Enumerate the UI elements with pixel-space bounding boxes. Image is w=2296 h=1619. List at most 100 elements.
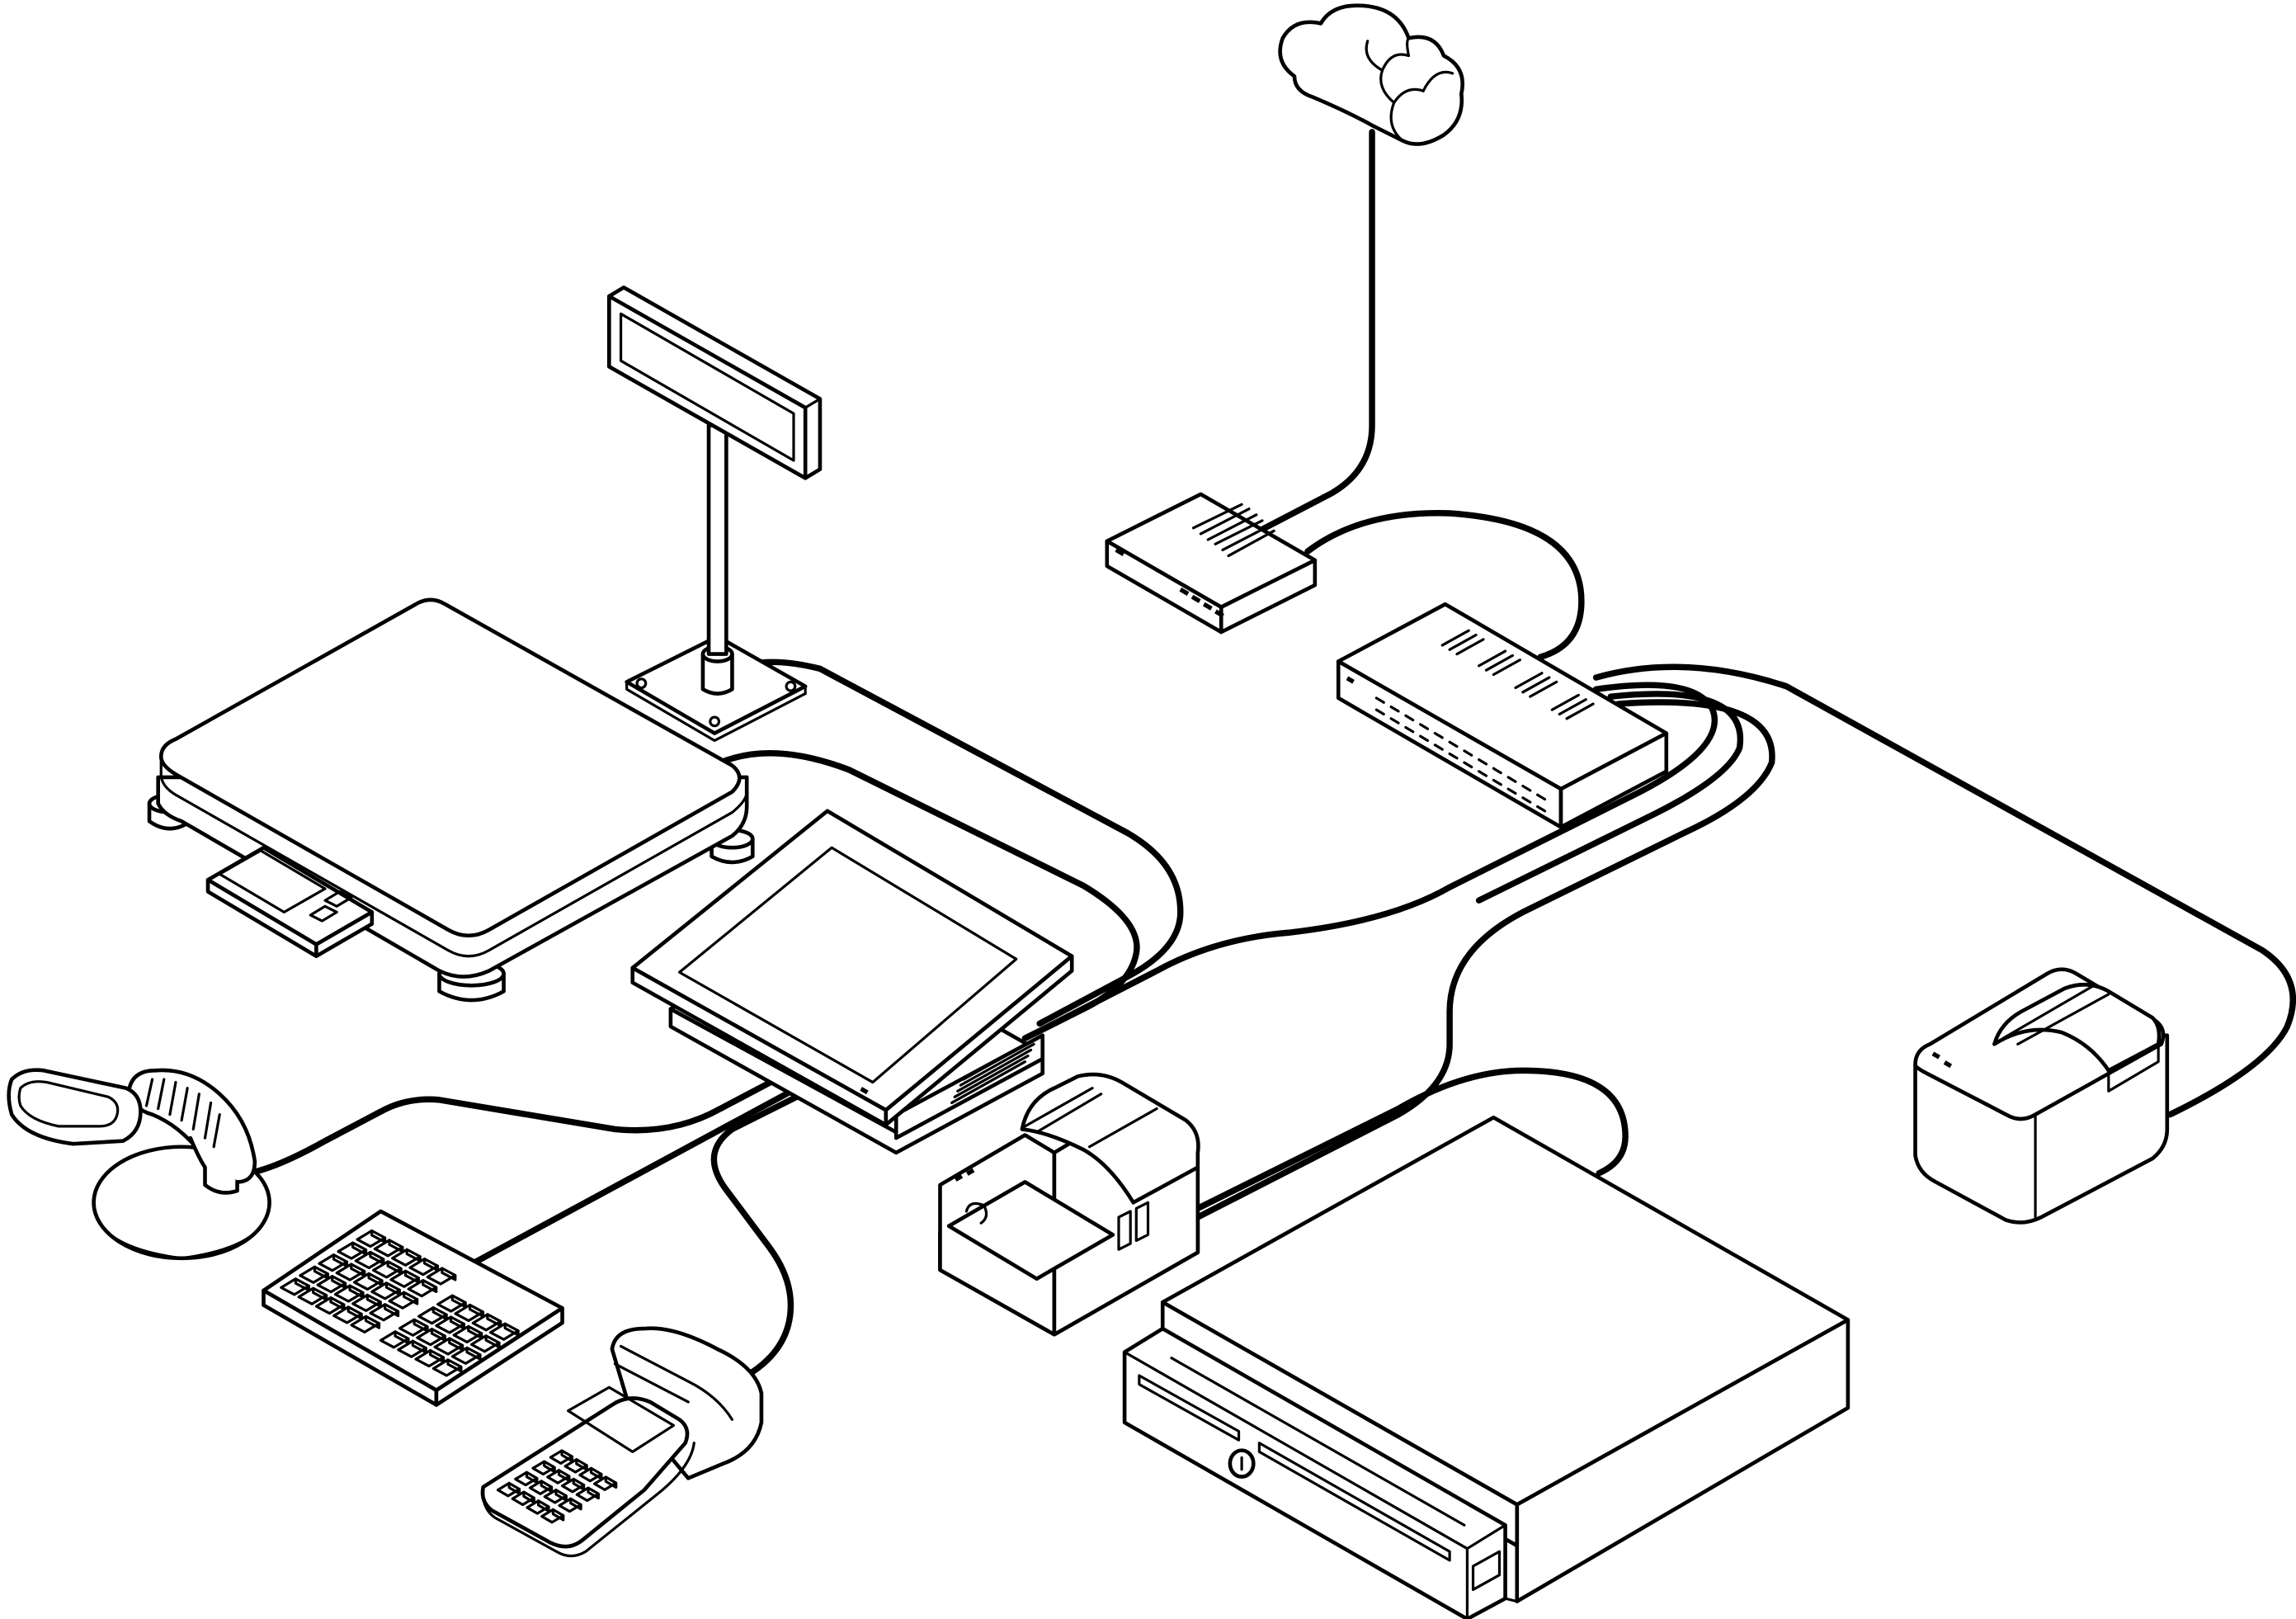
- cloud-icon: [1278, 3, 1464, 146]
- key: [436, 1294, 467, 1313]
- cable-front-printer-cash-drawer: [1195, 1067, 1629, 1212]
- modem-router-icon: [1105, 492, 1318, 635]
- key: [435, 1315, 466, 1334]
- scanner-window: [17, 1080, 120, 1128]
- switch-port-row-1: [1374, 696, 1547, 801]
- key: [433, 1337, 464, 1356]
- key: [373, 1239, 404, 1258]
- cash-drawer-icon: [1122, 1115, 1850, 1619]
- cable-scanner-terminal: [246, 1076, 780, 1177]
- key: [379, 1330, 410, 1349]
- key: [560, 1477, 586, 1494]
- key: [471, 1313, 502, 1332]
- key: [558, 1497, 582, 1513]
- key: [426, 1267, 457, 1286]
- key: [416, 1327, 446, 1347]
- key: [514, 1470, 539, 1487]
- cable-cloud-modem: [1256, 129, 1375, 535]
- cable-scale-terminal: [717, 750, 1140, 1041]
- modem-status-leds: [1115, 548, 1224, 618]
- scale-platform: [158, 597, 742, 938]
- key: [408, 1258, 440, 1277]
- modem-vent-grille: [1191, 503, 1275, 558]
- handheld-barcode-scanner-icon: [7, 1068, 271, 1261]
- key: [575, 1486, 600, 1503]
- pole-display-screen: [607, 286, 823, 480]
- key: [531, 1460, 556, 1476]
- switch-top-vents: [1440, 629, 1595, 720]
- network-switch-icon: [1336, 602, 1669, 829]
- key: [299, 1265, 329, 1284]
- key: [352, 1272, 384, 1291]
- terminal-display-area: [677, 846, 1018, 1084]
- key: [333, 1284, 365, 1303]
- cash-drawer-slot-right: [1257, 1442, 1451, 1562]
- key: [452, 1324, 483, 1344]
- key: [316, 1275, 347, 1294]
- key: [546, 1469, 571, 1484]
- key: [511, 1490, 535, 1507]
- weighing-scale-icon: [147, 597, 755, 1003]
- key: [563, 1458, 588, 1474]
- key: [351, 1293, 382, 1312]
- key: [337, 1241, 368, 1260]
- key: [450, 1346, 482, 1365]
- scanner-grip-ridges: [144, 1078, 221, 1149]
- key: [318, 1253, 349, 1272]
- printer-paper-cover: [1020, 1072, 1200, 1205]
- switch-port-row-2: [1374, 708, 1547, 813]
- receipt-printer-icon: [938, 1072, 1200, 1337]
- key: [314, 1296, 346, 1315]
- cable-switch-front-printer: [1475, 691, 1744, 904]
- pole-display-stand: [700, 652, 734, 696]
- key: [391, 1248, 422, 1267]
- key: [350, 1315, 381, 1333]
- key: [431, 1358, 463, 1377]
- card-payment-terminal-icon: [480, 1326, 764, 1558]
- key: [398, 1318, 429, 1337]
- key: [388, 1291, 419, 1310]
- card-terminal-screen: [567, 1385, 676, 1454]
- key: [335, 1263, 366, 1282]
- cable-switch-kitchen-printer: [1592, 663, 2296, 1118]
- key: [371, 1260, 403, 1279]
- key: [297, 1286, 328, 1305]
- cable-card-terminal-terminal: [710, 1088, 812, 1379]
- printer-paper-cover: [1992, 983, 2162, 1073]
- key: [370, 1282, 401, 1300]
- key: [417, 1306, 448, 1325]
- key: [354, 1250, 385, 1270]
- printer-paper-slot: [946, 1180, 1115, 1282]
- scale-readout-panel: [205, 845, 375, 959]
- customer-pole-display-icon: [607, 286, 823, 743]
- numeric-keypad-icon: [262, 1209, 564, 1407]
- cable-switch-cash-drawer: [1195, 699, 1775, 1220]
- key: [356, 1229, 387, 1248]
- key: [407, 1278, 438, 1298]
- key: [549, 1449, 574, 1465]
- keypad-keys: [280, 1229, 520, 1377]
- cables: [246, 129, 2296, 1379]
- pos-touchscreen-icon: [630, 809, 1074, 1155]
- key: [578, 1466, 603, 1483]
- key: [280, 1277, 310, 1296]
- key: [397, 1339, 427, 1358]
- key: [543, 1488, 568, 1504]
- scanner-head: [7, 1068, 143, 1146]
- key: [496, 1481, 521, 1498]
- cable-modem-switch: [1304, 510, 1585, 660]
- terminal-vent: [950, 1036, 1039, 1105]
- key: [488, 1322, 520, 1341]
- card-terminal-keys: [496, 1449, 618, 1524]
- key: [469, 1334, 501, 1353]
- receipt-printer-icon: [1913, 967, 2170, 1225]
- key: [454, 1303, 485, 1323]
- key: [369, 1303, 400, 1322]
- cable-pole-display-terminal: [726, 658, 1184, 1027]
- card-terminal-printer-head: [610, 1326, 764, 1480]
- key: [389, 1269, 421, 1288]
- key: [526, 1499, 550, 1515]
- key: [414, 1348, 446, 1368]
- cash-drawer-slot-left: [1138, 1374, 1241, 1442]
